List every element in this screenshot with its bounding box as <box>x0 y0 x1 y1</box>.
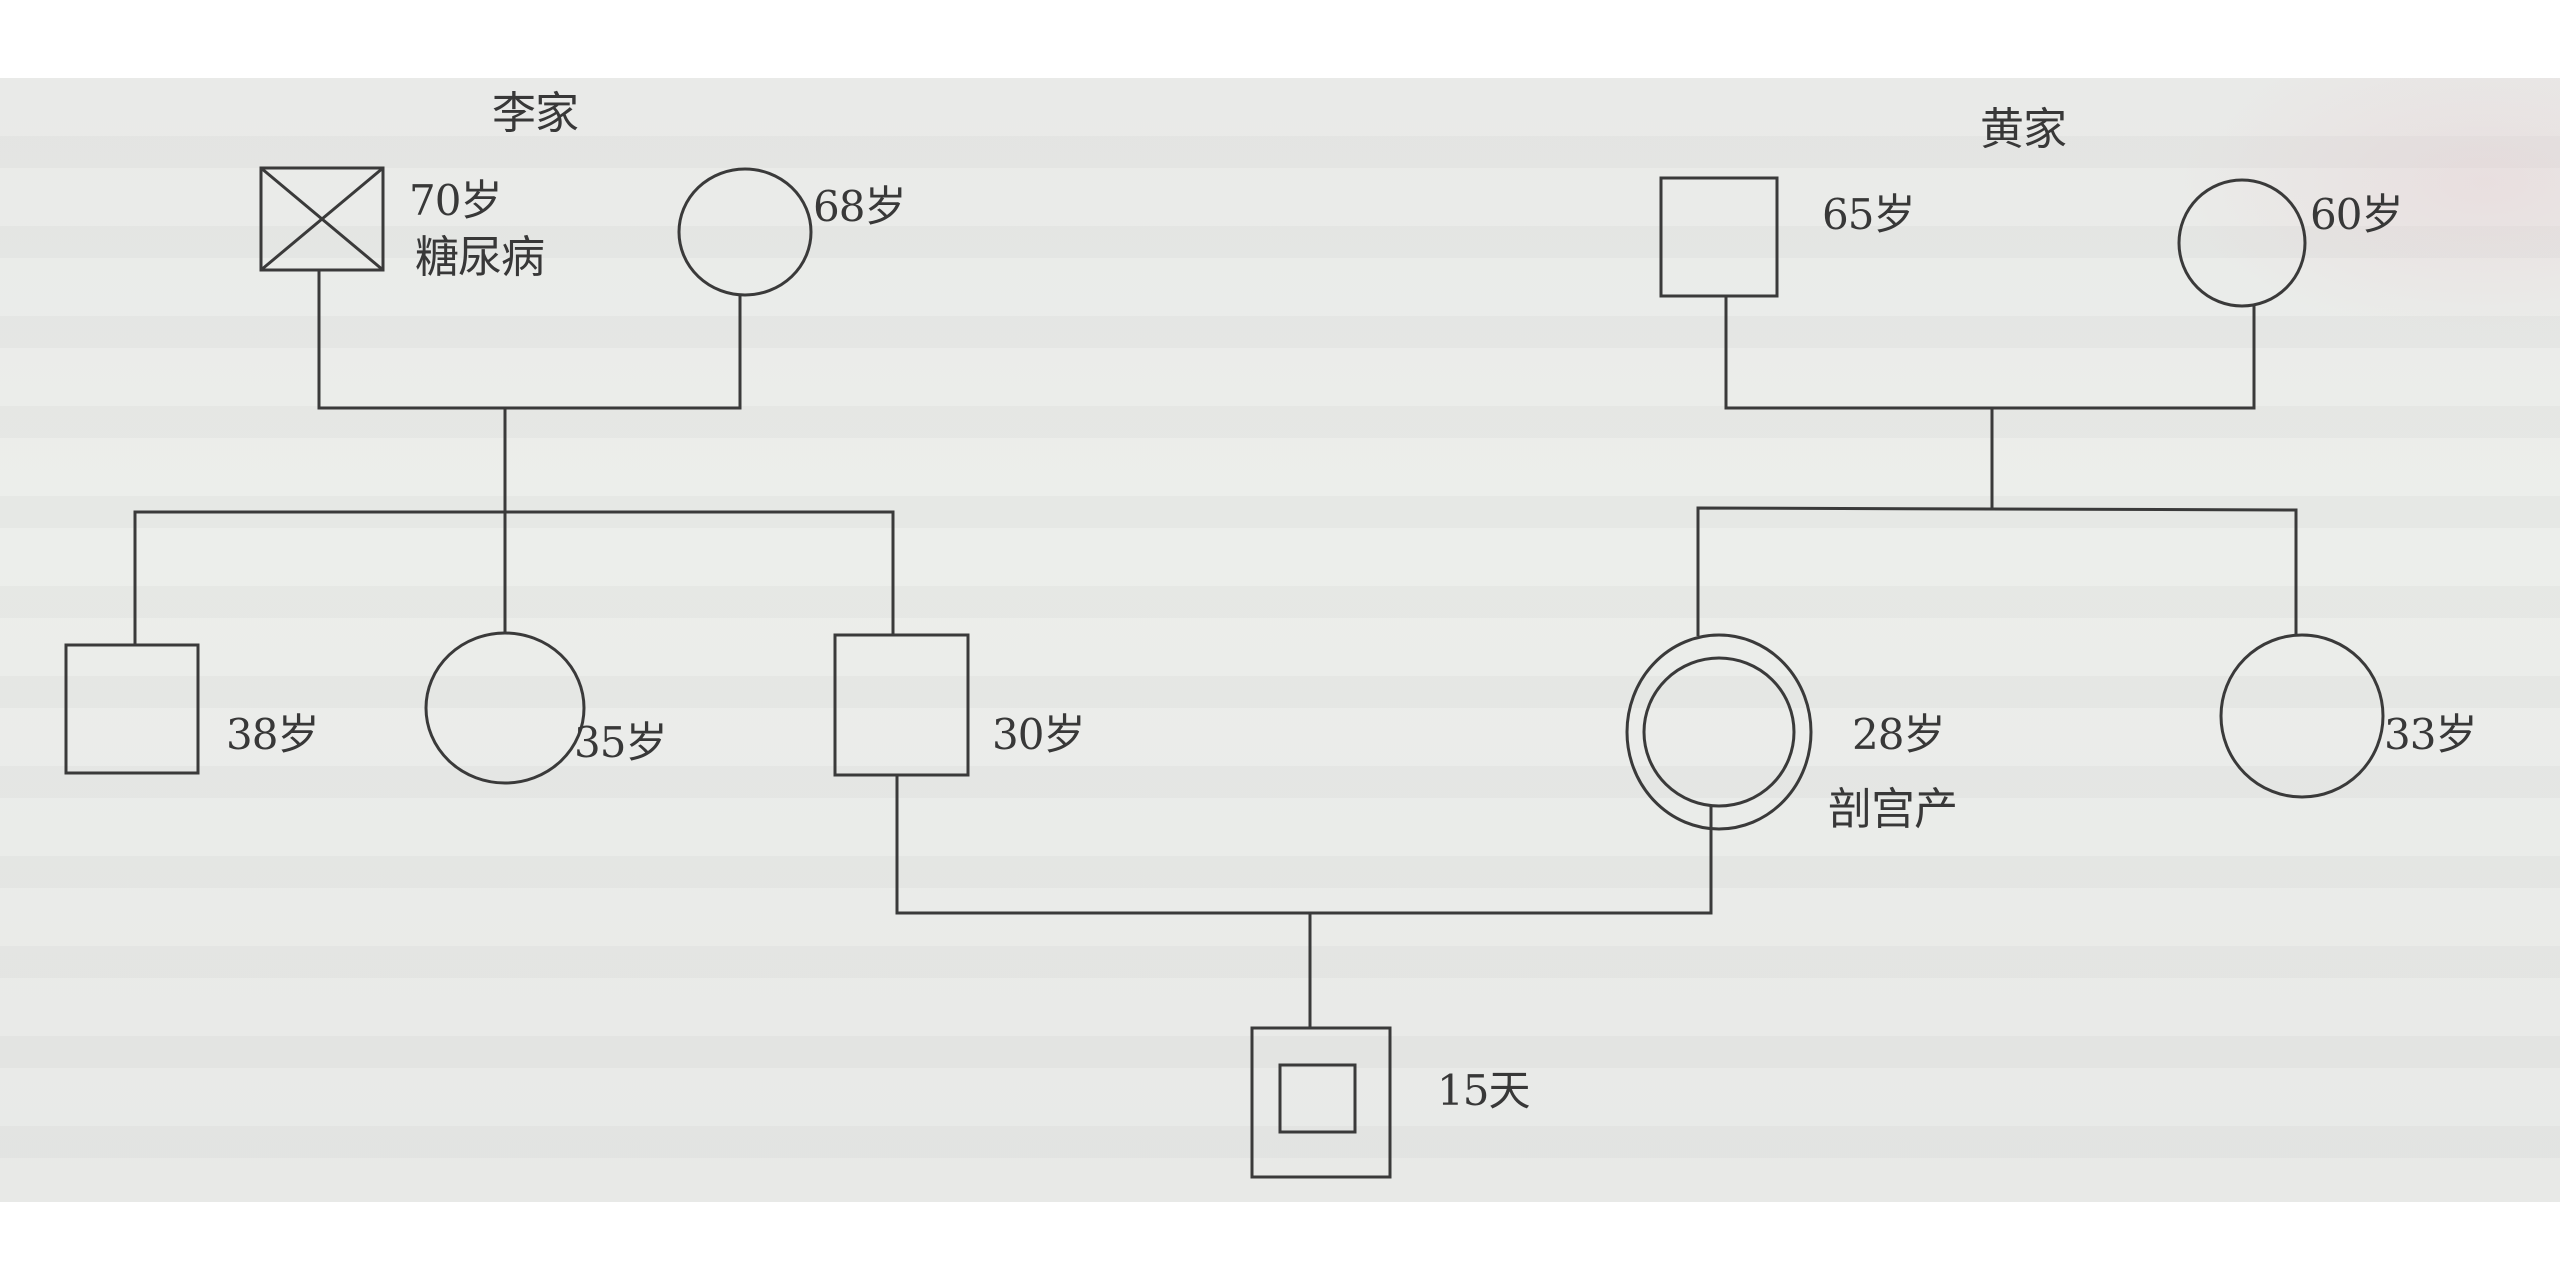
li-son2-age: 30岁 <box>992 710 1085 759</box>
huang-daughter2-age: 33岁 <box>2384 710 2477 759</box>
huang-family-title: 黄家 <box>1980 104 2067 155</box>
li-son1-age: 38岁 <box>226 710 319 759</box>
huang-daughter2-symbol <box>2219 633 2385 799</box>
li-mother-symbol <box>677 167 813 297</box>
huang-father-age: 65岁 <box>1822 190 1915 239</box>
li-family-title: 李家 <box>492 88 579 139</box>
huang-daughter1-symbol <box>1625 633 1813 831</box>
li-father-condition: 糖尿病 <box>415 232 545 283</box>
li-father-age: 70岁 <box>409 176 502 225</box>
child-age: 15天 <box>1437 1066 1530 1115</box>
li-son2-symbol <box>833 633 970 777</box>
li-sibship-line <box>133 510 895 645</box>
child-symbol <box>1250 1026 1392 1179</box>
li-daughter-age: 35岁 <box>574 718 667 767</box>
li-mother-age: 68岁 <box>813 182 906 231</box>
li-daughter-symbol <box>424 631 586 785</box>
li-marriage-line <box>317 270 742 410</box>
couple-marriage-line <box>895 775 1713 915</box>
huang-mother-symbol <box>2177 178 2307 308</box>
huang-mother-age: 60岁 <box>2310 190 2403 239</box>
inner-square-icon <box>1278 1063 1357 1134</box>
huang-sibship-line <box>1696 506 2298 636</box>
li-son1-symbol <box>64 643 200 775</box>
huang-father-symbol <box>1659 176 1779 298</box>
huang-daughter1-note: 剖宫产 <box>1828 784 1958 835</box>
inner-circle-icon <box>1642 656 1796 808</box>
li-father-symbol <box>259 166 385 272</box>
huang-marriage-line <box>1724 296 2256 410</box>
huang-daughter1-age: 28岁 <box>1852 710 1945 759</box>
